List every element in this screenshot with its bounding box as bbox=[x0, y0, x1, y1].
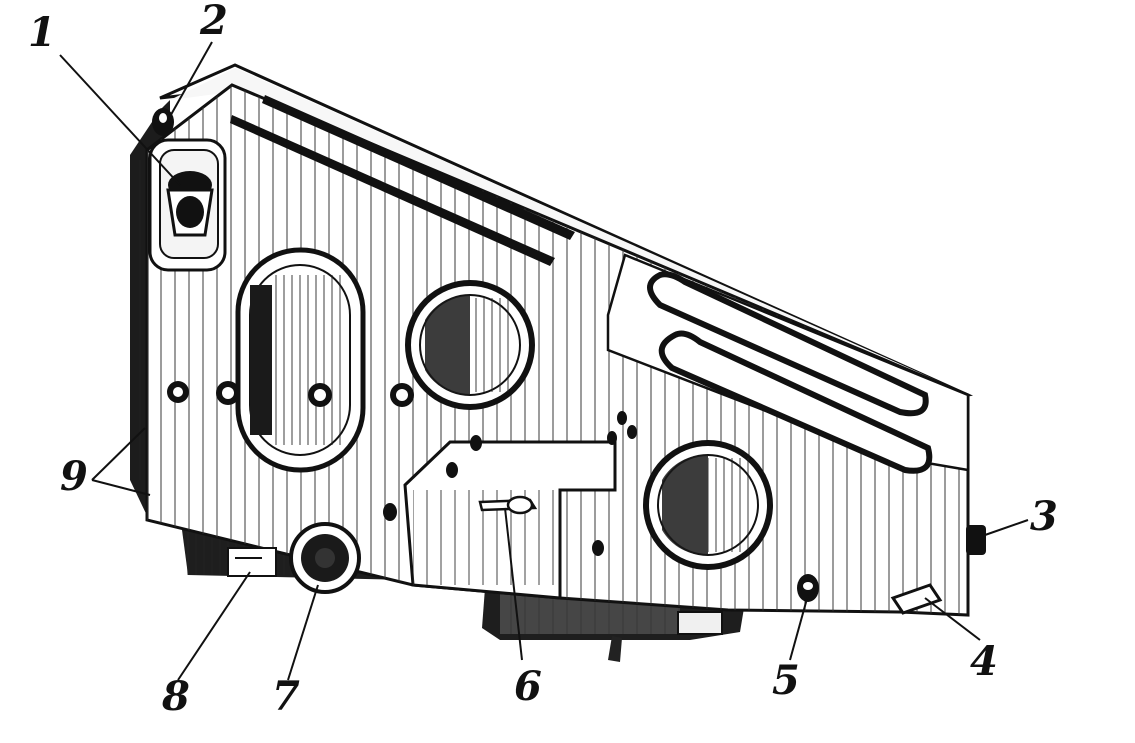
callout-labels: 1 2 3 4 5 6 7 8 9 bbox=[28, 0, 1058, 720]
screw-9 bbox=[617, 411, 627, 425]
screw-5 bbox=[470, 435, 482, 451]
top-knob bbox=[152, 108, 174, 136]
screw-3 bbox=[308, 383, 332, 407]
key-latch bbox=[478, 495, 538, 515]
callout-4: 4 bbox=[970, 638, 998, 685]
callout-7: 7 bbox=[272, 673, 300, 720]
leader-9b bbox=[91, 479, 151, 496]
screw-6 bbox=[446, 462, 458, 478]
screw-2 bbox=[216, 381, 240, 405]
screw-10 bbox=[627, 425, 637, 439]
foot-block bbox=[890, 583, 943, 615]
top-slot-lower bbox=[230, 115, 555, 266]
callout-6: 6 bbox=[514, 663, 542, 710]
callout-1: 1 bbox=[28, 9, 56, 56]
leader-9a bbox=[91, 427, 146, 481]
screw-8 bbox=[592, 540, 604, 556]
callout-2: 2 bbox=[199, 0, 228, 44]
leader-4 bbox=[924, 597, 981, 641]
callout-5: 5 bbox=[772, 657, 800, 704]
leader-lines bbox=[59, 41, 1029, 681]
leader-7 bbox=[287, 584, 319, 681]
leader-5 bbox=[789, 594, 809, 661]
name-plate bbox=[227, 547, 277, 577]
leader-8 bbox=[177, 571, 251, 681]
bottom-screw bbox=[797, 574, 819, 602]
leader-6 bbox=[504, 507, 523, 661]
large-oblong-window bbox=[235, 247, 366, 473]
callout-3: 3 bbox=[1030, 493, 1058, 540]
screw-1 bbox=[167, 381, 189, 403]
callout-8: 8 bbox=[161, 673, 190, 720]
eyepiece-housing bbox=[148, 138, 227, 272]
callout-9: 9 bbox=[60, 453, 88, 500]
handwheel bbox=[289, 522, 361, 594]
leader-1 bbox=[59, 54, 181, 186]
screw-7 bbox=[383, 503, 397, 521]
screw-11 bbox=[607, 431, 617, 445]
screw-heads bbox=[167, 381, 637, 556]
right-oblong-window-upper bbox=[647, 271, 929, 417]
side-knob bbox=[966, 525, 986, 555]
round-window-right bbox=[643, 440, 773, 570]
screw-4 bbox=[390, 383, 414, 407]
leader-2 bbox=[167, 41, 213, 121]
leader-3 bbox=[984, 519, 1029, 536]
round-window-center bbox=[405, 280, 535, 410]
top-slot-upper bbox=[262, 95, 575, 240]
right-oblong-window-lower bbox=[658, 330, 933, 474]
